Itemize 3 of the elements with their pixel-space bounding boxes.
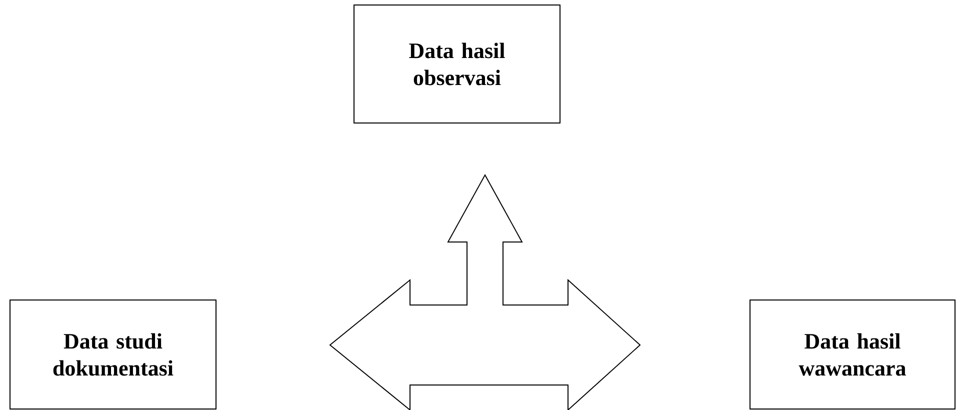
text-box: Data hasil observasi <box>354 4 560 124</box>
text-box: Data studi dokumentasi <box>10 300 216 410</box>
text-box: Data hasil wawancara <box>750 300 956 410</box>
